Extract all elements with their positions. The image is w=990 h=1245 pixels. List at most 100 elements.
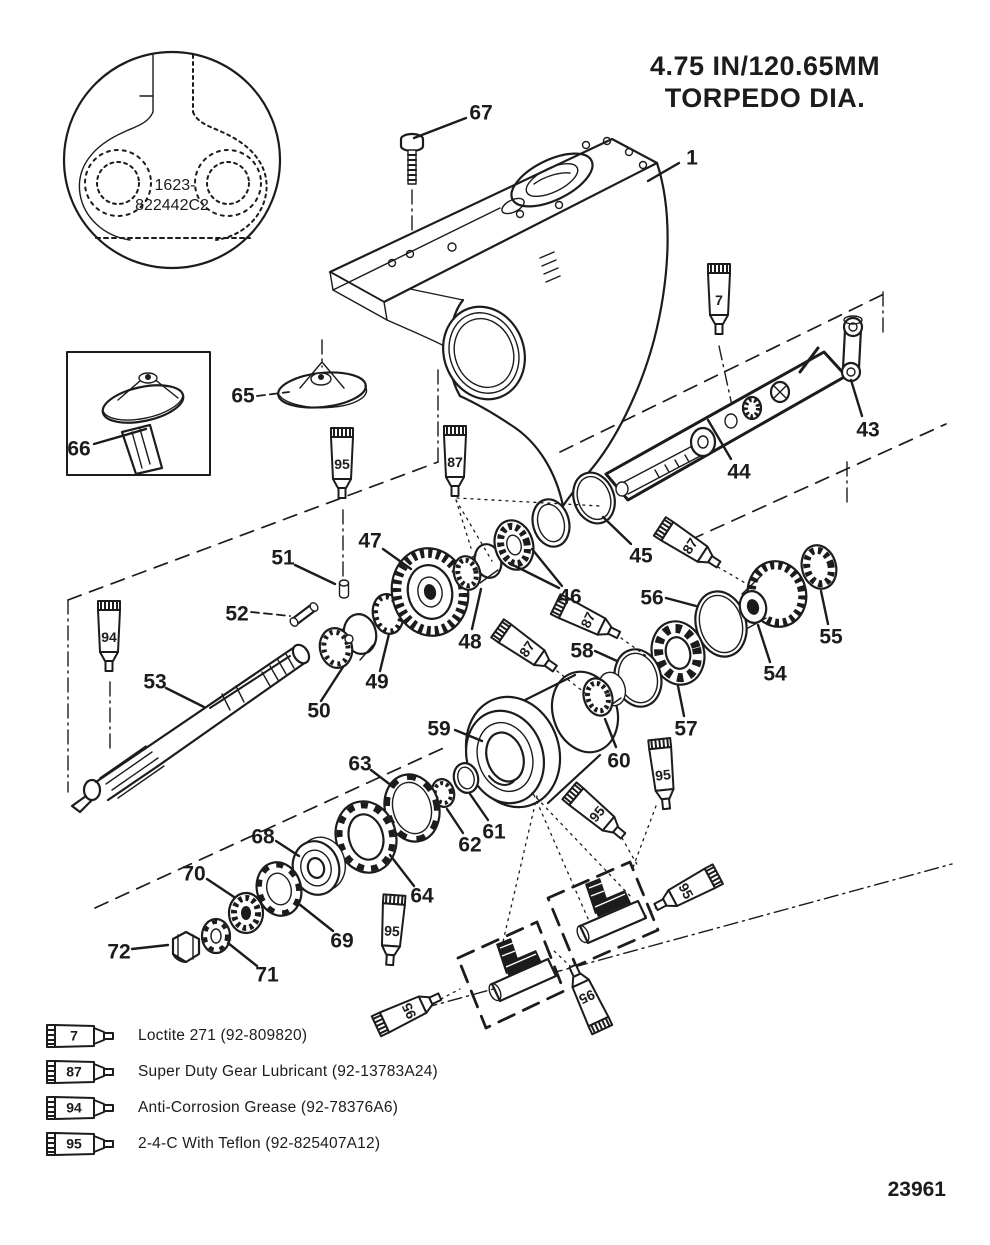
diagram-title: 4.75 IN/120.65MM TORPEDO DIA. [598,50,932,115]
leader-line [293,563,337,586]
tube-number: 95 [334,456,350,472]
leader-line [664,596,698,608]
callout-number: 68 [251,825,275,848]
callout-48: 48 [458,587,483,653]
grease-tube-icon: 87 [46,1060,114,1084]
grease-tube-95: 95 [380,893,407,967]
leader-line [706,418,733,461]
tube-number: 95 [398,1000,419,1021]
housing-bolt-holes [387,136,648,268]
callout-68: 68 [251,825,301,858]
washer-disc [291,836,346,896]
callout-62: 62 [445,807,482,856]
tapered-roller-bearing [493,498,571,571]
callout-49: 49 [365,632,391,693]
callout-number: 47 [358,529,381,552]
callout-number: 53 [143,670,166,693]
trim-tab-anode [277,361,368,409]
callout-69: 69 [297,902,354,952]
callout-number: 61 [482,820,506,843]
leader-line [601,515,633,546]
anode-inset-box [66,351,211,476]
leader-line [819,589,830,626]
carrier-roller-bearing [582,671,627,717]
tab-washer [383,773,441,843]
callout-50: 50 [307,665,345,722]
leader-line [603,717,618,749]
grease-tube-95: 95 [370,992,443,1038]
grease-tube-95: 95 [653,863,724,912]
shift-link [840,315,864,383]
housing-screw [399,132,425,185]
grease-tube-95: 95 [330,427,354,499]
callout-67: 67 [412,101,493,140]
leader-line [381,547,413,571]
legend-row: 94 Anti-Corrosion Grease (92-78376A6) [46,1090,438,1126]
callout-55: 55 [819,589,843,648]
grease-tube-7: 7 [707,263,731,335]
callout-number: 43 [856,418,879,441]
callout-number: 56 [640,586,663,609]
callout-44: 44 [706,418,751,483]
callout-number: 62 [458,833,481,856]
callout-number: 55 [819,625,843,648]
legend-row: 87 Super Duty Gear Lubricant (92-13783A2… [46,1054,438,1090]
callout-70: 70 [182,862,236,899]
reverse-gear [738,560,808,629]
callout-number: 48 [458,630,482,653]
leader-line [453,728,484,743]
callout-number: 69 [330,929,353,952]
callout-number: 67 [469,101,492,124]
callout-65: 65 [231,384,290,407]
tube-number: 7 [715,292,723,308]
callout-number: 66 [67,437,90,460]
callout-number: 71 [255,963,279,986]
grease-tube-icon: 7 [46,1024,114,1048]
callout-number: 63 [348,752,371,775]
gear-housing [328,136,669,508]
callout-number: 65 [231,384,255,407]
callout-number: 50 [307,699,330,722]
callout-59: 59 [427,717,484,743]
callout-63: 63 [348,752,394,788]
callout-60: 60 [603,717,631,772]
callout-number: 54 [763,662,787,685]
leader-line [378,632,391,673]
callout-number: 59 [427,717,450,740]
callout-51: 51 [271,546,337,586]
leader-line [130,943,170,951]
leader-line [507,561,561,590]
callout-number: 64 [410,884,434,907]
cross-pin [289,602,319,627]
legend-tube-number: 95 [66,1136,82,1152]
legend-label: Loctite 271 (92-809820) [138,1027,308,1044]
leader-line [756,623,772,664]
tube-number: 87 [577,609,598,630]
callout-1: 1 [646,146,698,183]
leader-line [369,768,394,788]
grease-tube-87: 87 [443,425,467,497]
tube-number: 95 [675,880,697,901]
splined-bearing [227,891,265,935]
callout-52: 52 [225,602,291,625]
tube-number: 95 [654,766,671,784]
grease-tubes-layer: 7 95 87 94 [97,263,731,1038]
callout-71: 71 [226,941,279,986]
tube-number: 95 [384,922,401,939]
callout-61: 61 [468,792,506,843]
grease-tube-icon: 94 [46,1096,114,1120]
castle-washer [200,917,232,955]
legend-label: Anti-Corrosion Grease (92-78376A6) [138,1099,399,1116]
grease-tube-95: 95 [561,781,627,840]
grease-tube-94: 94 [97,600,121,672]
callout-number: 60 [607,749,630,772]
title-line-1: 4.75 IN/120.65MM [649,51,881,81]
leader-line [849,378,864,418]
tube-number: 87 [447,454,463,470]
grease-tube-87: 87 [490,618,558,673]
callout-number: 70 [182,862,205,885]
callout-45: 45 [601,515,653,567]
callout-57: 57 [674,684,698,740]
